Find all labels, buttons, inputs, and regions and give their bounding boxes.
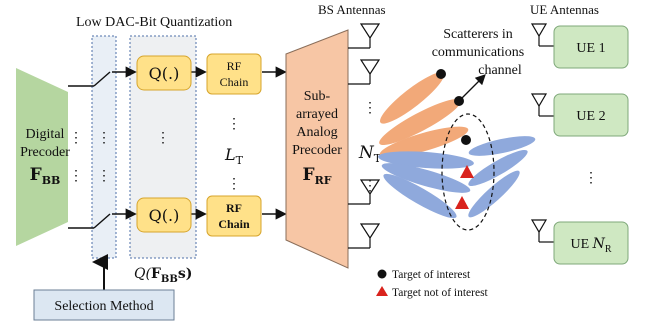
digital-precoder-line2: Precoder <box>20 145 70 160</box>
dots-ue: ⋮ <box>584 171 598 186</box>
scatterers-line3: channel <box>478 63 522 78</box>
orange-beam-2 <box>379 98 461 146</box>
antenna-count-label: NT <box>358 143 382 165</box>
analog-precoder-line3: Analog <box>296 125 337 140</box>
ue-nr-box <box>553 221 629 265</box>
target-not-interest-1 <box>460 165 474 178</box>
rf-chain-top-line1: RF <box>227 59 242 73</box>
switch-top <box>93 71 111 87</box>
target-interest-dot <box>461 135 471 145</box>
ue-antennas-title: UE Antennas <box>530 2 599 17</box>
rf-chain-bottom <box>206 195 262 237</box>
target-region <box>441 113 495 231</box>
dots-switch-1: ⋮ <box>97 131 111 146</box>
rf-chain-bottom-line1: RF <box>226 201 242 215</box>
rf-chain-bottom-line2: Chain <box>218 217 250 231</box>
quantizer-bottom-label: Q(.) <box>149 206 180 225</box>
scatterers-line2: communications <box>432 45 525 60</box>
analog-precoder-line2: arrayed <box>296 107 338 122</box>
bs-antennas-title: BS Antennas <box>318 2 386 17</box>
dots-precoder-out-2: ⋮ <box>69 169 83 184</box>
target-not-interest-2 <box>455 196 469 209</box>
blue-beam-3 <box>383 173 457 219</box>
analog-precoder-line1: Sub- <box>304 89 331 104</box>
legend-circle-icon <box>377 269 387 279</box>
digital-precoder-line1: Digital <box>26 127 65 142</box>
legend-target-not-interest: Target not of interest <box>392 287 489 299</box>
selection-method-label: Selection Method <box>54 299 153 314</box>
ue-2-box <box>553 93 629 137</box>
quantizer-bottom <box>136 197 192 233</box>
orange-beams <box>379 72 469 158</box>
rf-chain-top <box>206 53 262 95</box>
rf-count-label: LT <box>224 145 244 167</box>
orange-beam-3 <box>379 126 469 158</box>
blue-beam-1 <box>378 151 474 169</box>
blue-beam-5 <box>468 149 528 187</box>
blue-beams <box>378 136 536 219</box>
switch-panel <box>91 35 117 259</box>
dots-switch-2: ⋮ <box>97 169 111 184</box>
scatterer-pointer <box>461 74 486 99</box>
blue-beam-6 <box>468 170 520 218</box>
rf-chain-top-line2: Chain <box>220 75 249 89</box>
dots-antennas-1: ⋮ <box>363 101 377 116</box>
quantizer-top <box>136 55 192 91</box>
dots-precoder-out-1: ⋮ <box>69 131 83 146</box>
ue-2-label: UE 2 <box>576 109 605 124</box>
scatterers-line1: Scatterers in <box>443 27 513 42</box>
quantizer-top-label: Q(.) <box>149 64 180 83</box>
ue-antennas <box>530 23 554 243</box>
dots-rf-2: ⋮ <box>227 177 241 192</box>
ue-1-label: UE 1 <box>576 41 605 56</box>
blue-beam-2 <box>381 163 471 193</box>
quantization-title: Low DAC-Bit Quantization <box>76 15 232 30</box>
analog-precoder-block <box>285 29 349 269</box>
switch-bottom <box>93 213 111 229</box>
dots-quantizer: ⋮ <box>156 131 170 146</box>
legend-triangle-icon <box>376 286 388 296</box>
analog-precoder-line4: Precoder <box>292 143 342 158</box>
legend-target-interest: Target of interest <box>392 269 471 281</box>
bs-antenna-array <box>348 23 381 249</box>
orange-beam-1 <box>379 72 445 124</box>
blue-beam-4 <box>468 136 536 156</box>
selection-method-box <box>33 289 175 321</box>
dots-rf-1: ⋮ <box>227 117 241 132</box>
quantized-signal-label: Q(FBBs) <box>134 266 192 285</box>
analog-precoder-symbol: FRF <box>302 165 331 187</box>
digital-precoder-block <box>16 68 68 246</box>
dots-antennas-2: ⋮ <box>363 179 377 194</box>
digital-precoder-symbol: FBB <box>30 165 61 187</box>
ue-1-box <box>553 25 629 69</box>
scatterer-2 <box>454 96 464 106</box>
ue-nr-label: UE NR <box>570 236 611 255</box>
scatterer-1 <box>436 69 446 79</box>
